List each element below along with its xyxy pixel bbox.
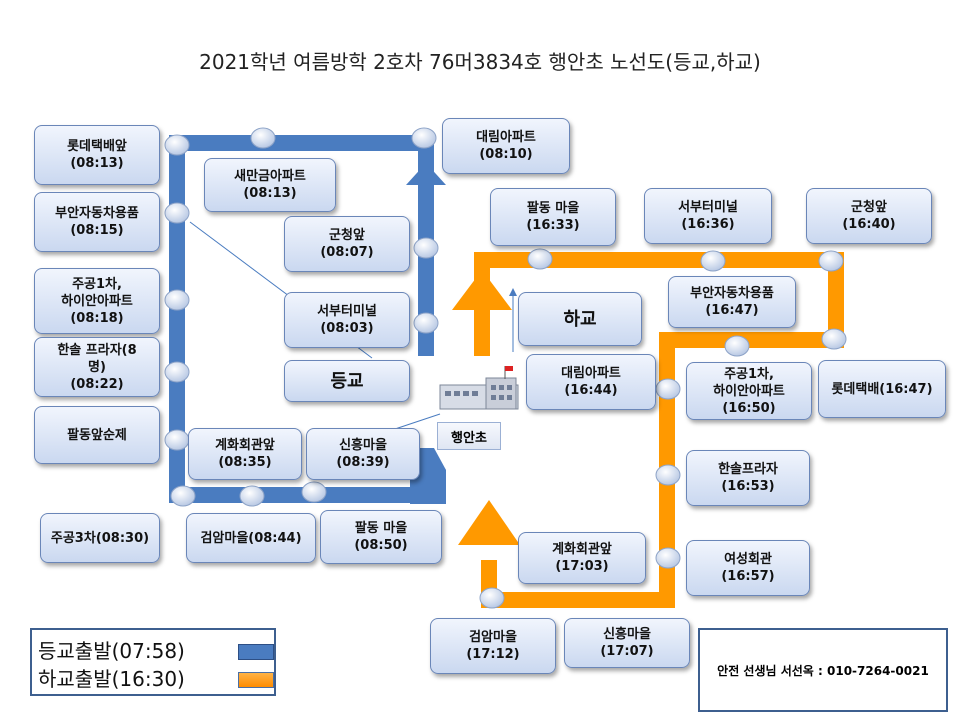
afternoon-stop-lotte-delivery: 롯데택배(16:47) xyxy=(818,360,946,418)
page-title: 2021학년 여름방학 2호차 76머3834호 행안초 노선도(등교,하교) xyxy=(199,50,761,74)
go-to-school-label: 등교 xyxy=(284,360,410,402)
morning-stop-jugong3: 주공3차(08:30) xyxy=(40,513,160,563)
legend-afternoon-swatch xyxy=(238,672,274,688)
afternoon-stop-west-terminal: 서부터미널(16:36) xyxy=(644,188,772,244)
morning-stop-county-office: 군청앞(08:07) xyxy=(284,216,410,272)
afternoon-stop-buan-car-parts: 부안자동차용품(16:47) xyxy=(668,276,796,328)
school-building-icon xyxy=(439,366,519,410)
morning-stop-saemangeum-apt: 새만금아파트(08:13) xyxy=(204,158,336,212)
safety-teacher-contact: 안전 선생님 서선옥 : 010-7264-0021 xyxy=(698,628,948,712)
school-name-label: 행안초 xyxy=(437,422,501,450)
afternoon-stop-geomam: 검암마을(17:12) xyxy=(430,618,556,674)
afternoon-stop-jugong1-hayan-apt: 주공1차,하이안아파트(16:50) xyxy=(686,362,812,420)
legend-morning-label: 등교출발(07:58) xyxy=(38,639,185,663)
afternoon-stop-sinheung: 신흥마을(17:07) xyxy=(564,618,690,668)
morning-stop-sinheung: 신흥마을(08:39) xyxy=(306,428,420,480)
afternoon-stop-gyehwa-hall: 계화회관앞(17:03) xyxy=(518,532,646,584)
legend-afternoon-label: 하교출발(16:30) xyxy=(38,667,185,691)
morning-stop-paldong-sunje: 팔동앞순제 xyxy=(34,406,160,464)
return-home-label: 하교 xyxy=(518,292,642,346)
afternoon-stop-daelim-apt: 대림아파트(16:44) xyxy=(526,354,656,410)
morning-stop-paldong-village: 팔동 마을(08:50) xyxy=(320,510,442,564)
morning-stop-buan-car-parts: 부안자동차용품(08:15) xyxy=(34,192,160,252)
morning-stop-west-terminal: 서부터미널(08:03) xyxy=(284,292,410,348)
afternoon-stop-womens-hall: 여성회관(16:57) xyxy=(686,540,810,596)
legend: 등교출발(07:58) 하교출발(16:30) xyxy=(30,628,276,696)
morning-arrow-up xyxy=(406,163,446,185)
morning-stop-daelim-apt: 대림아파트(08:10) xyxy=(442,118,570,174)
morning-stop-lotte-delivery: 롯데택배앞(08:13) xyxy=(34,125,160,185)
afternoon-arrow-up xyxy=(452,270,512,310)
morning-stop-geomam: 검암마을(08:44) xyxy=(186,513,316,563)
afternoon-stop-hansol-plaza: 한솔프라자(16:53) xyxy=(686,450,810,506)
afternoon-stop-paldong-village: 팔동 마을(16:33) xyxy=(490,188,616,246)
afternoon-arrow-up-2 xyxy=(458,500,520,545)
legend-morning-swatch xyxy=(238,644,274,660)
morning-stop-jugong1-hayan-apt: 주공1차,하이안아파트(08:18) xyxy=(34,268,160,334)
morning-stop-gyehwa-hall: 계화회관앞(08:35) xyxy=(188,428,302,480)
afternoon-stop-county-office: 군청앞(16:40) xyxy=(806,188,932,244)
